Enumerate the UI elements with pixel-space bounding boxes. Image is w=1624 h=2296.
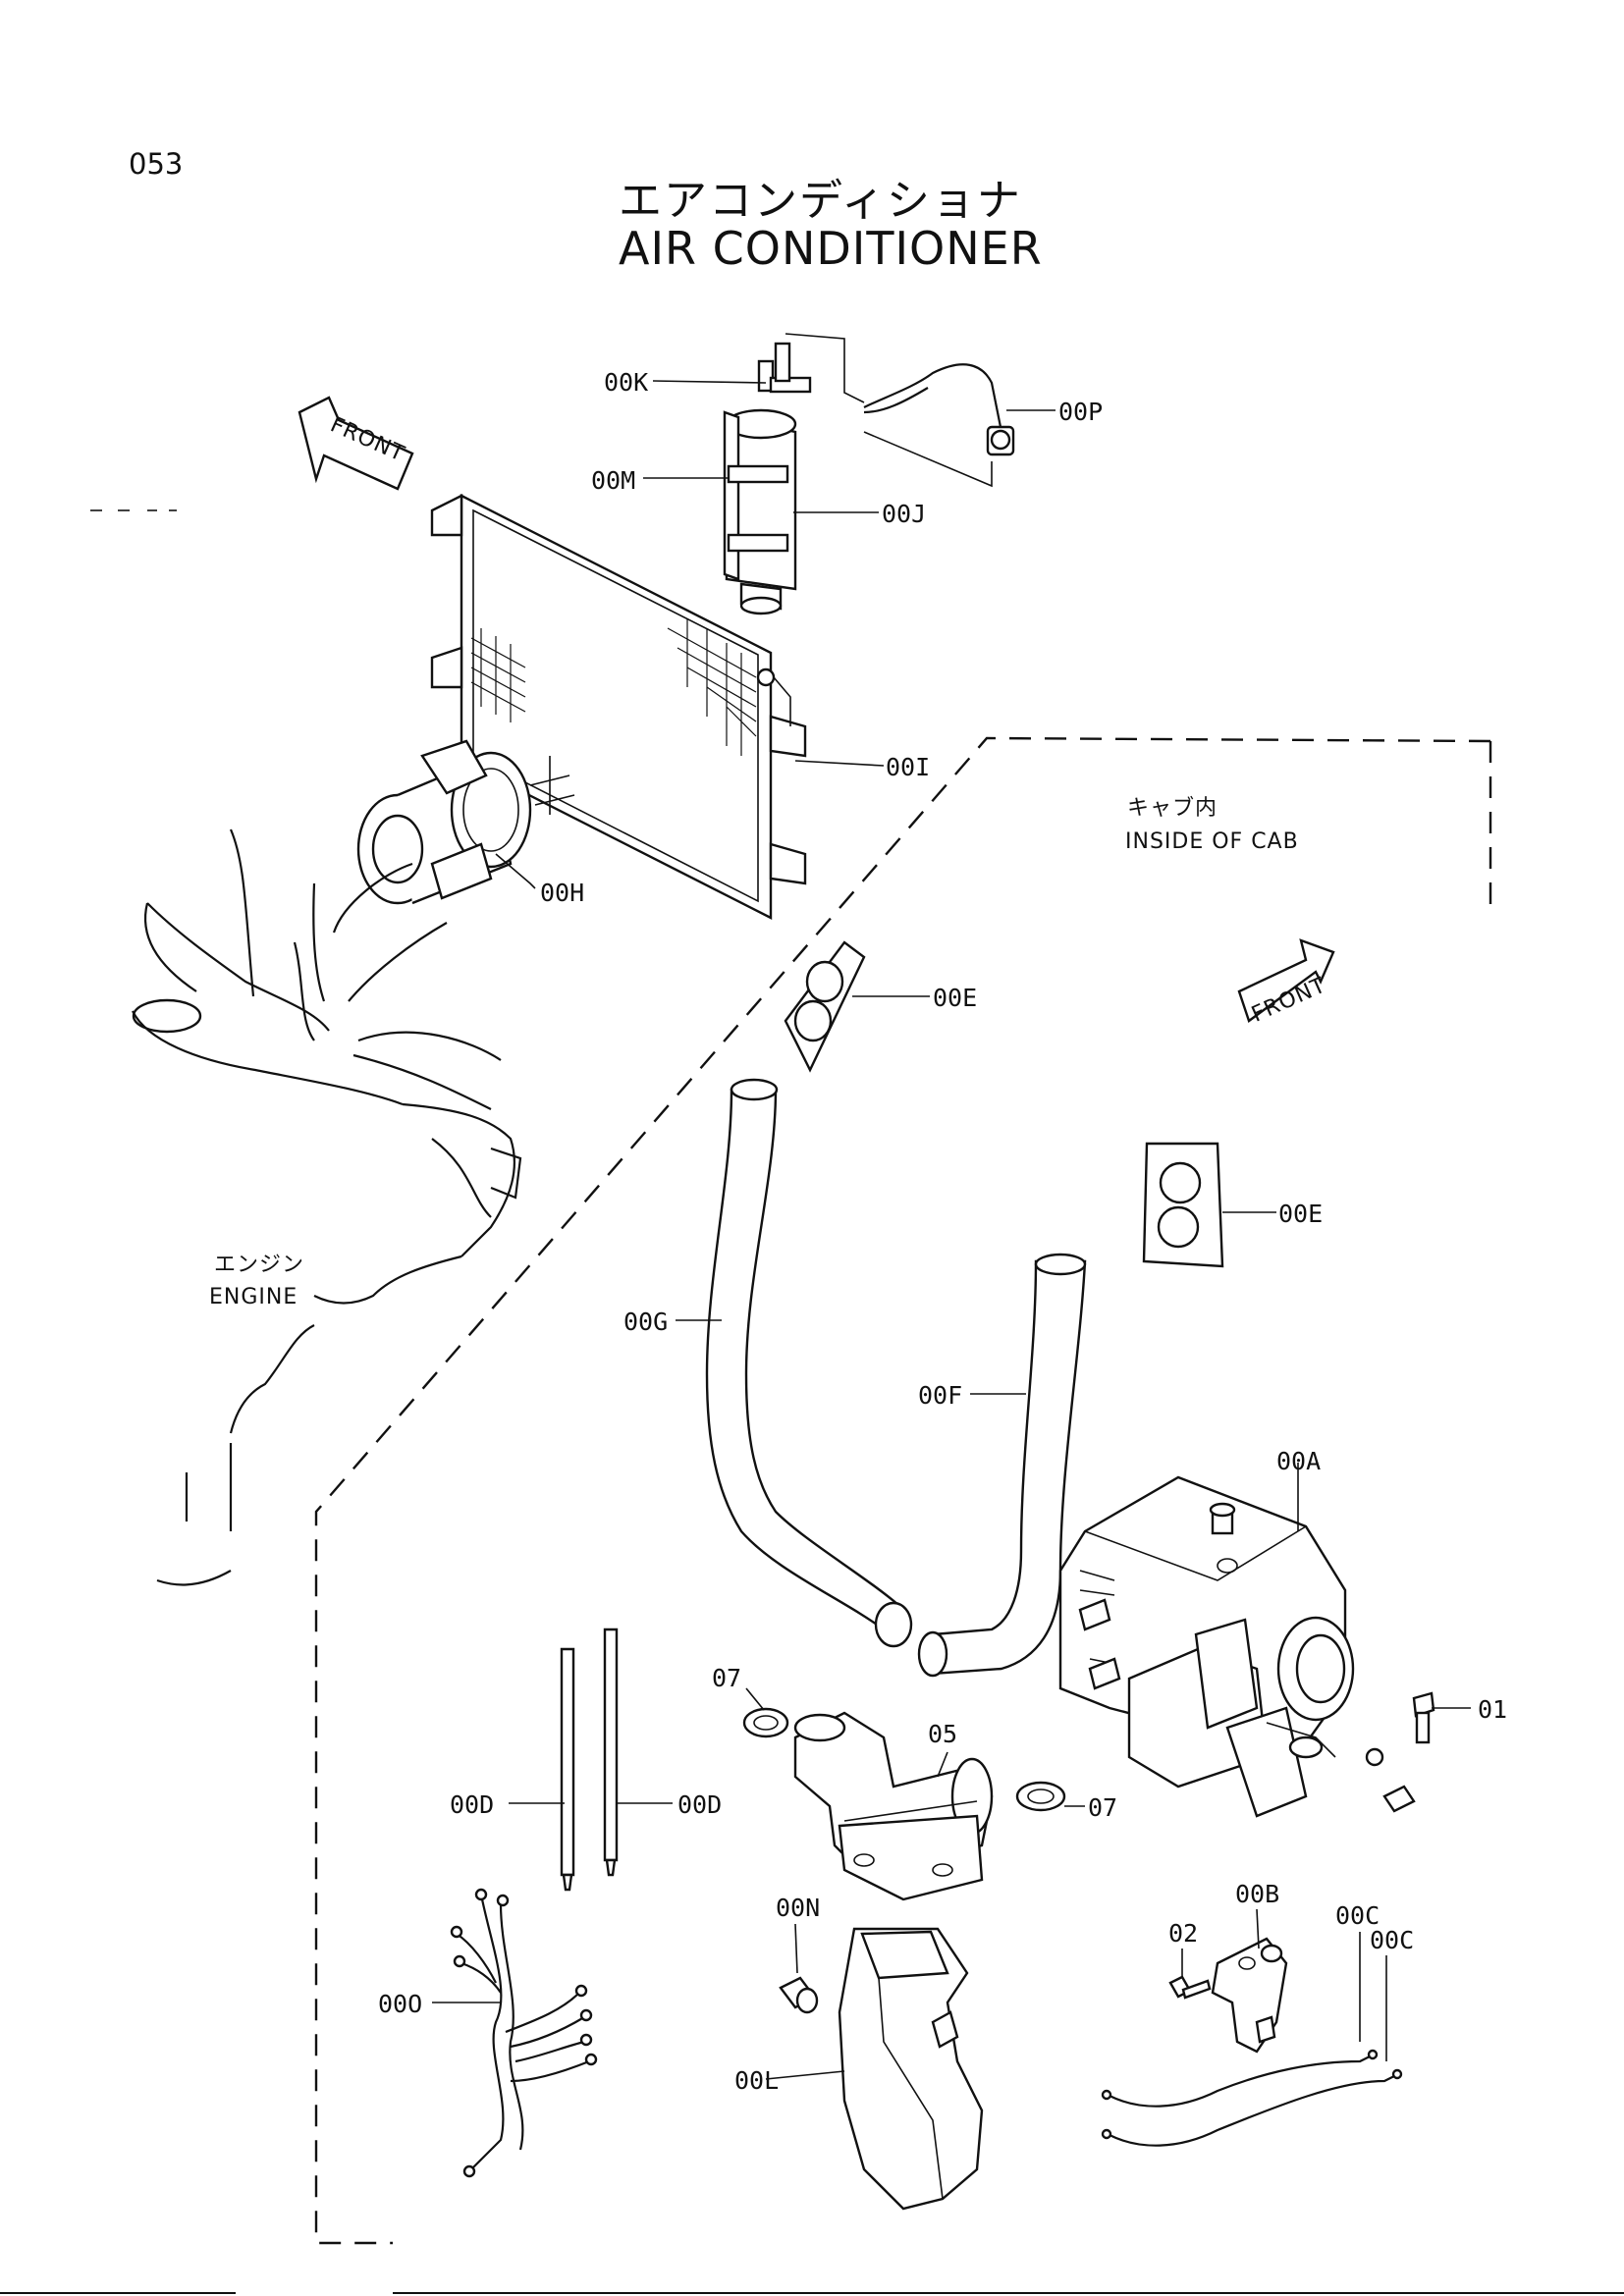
grommet-plate-upper [784, 940, 866, 1073]
page-number: 053 [129, 147, 184, 181]
hose-00G [705, 1078, 913, 1648]
bushing-00N [779, 1976, 819, 2014]
inside-cab-label-jp: キャブ内 [1127, 796, 1218, 821]
wiring-harness [450, 1888, 598, 2178]
engine-label-jp: エンジン [214, 1253, 304, 1277]
leader-lines [432, 380, 1471, 2080]
label-02: 02 [1168, 1919, 1198, 1948]
area-notes: キャブ内 INSIDE OF CAB エンジン ENGINE [209, 796, 1299, 1309]
hose-00F [917, 1253, 1087, 1678]
hose-clamp-left [742, 1707, 789, 1738]
label-00I: 00I [886, 753, 930, 781]
label-00F: 00F [918, 1381, 962, 1410]
engine-label-en: ENGINE [209, 1285, 298, 1309]
label-00C-2: 00C [1370, 1926, 1414, 1954]
bracket-00B [1211, 1937, 1288, 2054]
inside-cab-boundary [314, 736, 1492, 2245]
grommet-plate-lower [1142, 1142, 1224, 1268]
label-00E-upper: 00E [933, 984, 977, 1012]
label-00N: 00N [776, 1894, 820, 1922]
receiver-dryer [723, 342, 812, 615]
label-00G: 00G [623, 1308, 668, 1336]
label-05: 05 [928, 1720, 957, 1748]
front-arrow-top: FRONT [298, 396, 414, 491]
condenser [430, 494, 807, 920]
compressor [356, 739, 575, 905]
rods-00D [560, 1628, 619, 1892]
label-00P: 00P [1058, 398, 1103, 426]
inside-cab-label-en: INSIDE OF CAB [1125, 829, 1299, 854]
label-07-right: 07 [1088, 1793, 1117, 1822]
label-07-left: 07 [712, 1664, 741, 1692]
duct-00L [838, 1927, 984, 2211]
front-arrow-right: FRONT [1237, 938, 1335, 1028]
label-00E-lower: 00E [1278, 1200, 1323, 1228]
label-00J: 00J [882, 500, 926, 528]
ac-unit [1058, 1475, 1416, 1818]
cables-00C [1101, 2049, 1403, 2147]
title-japanese: エアコンディショナ [619, 176, 1022, 226]
label-00D-right: 00D [677, 1790, 722, 1819]
engine-outline [132, 828, 522, 1586]
duct-05 [793, 1711, 994, 1901]
label-00K: 00K [604, 368, 648, 397]
label-00M: 00M [591, 466, 635, 495]
bolt-01 [1412, 1691, 1435, 1744]
pressure-switch-harness [785, 333, 1015, 488]
label-00A: 00A [1276, 1447, 1321, 1475]
label-00D-left: 00D [450, 1790, 494, 1819]
label-00C-1: 00C [1335, 1901, 1380, 1930]
label-00B: 00B [1235, 1880, 1279, 1908]
title-english: AIR CONDITIONER [619, 222, 1043, 275]
label-00O: 00O [378, 1990, 422, 2018]
screw-02 [1168, 1975, 1212, 2000]
label-00H: 00H [540, 879, 584, 907]
part-labels: 00K 00P 00M 00J 00I 00H 00E 00E 00G 00F … [378, 368, 1507, 2095]
hose-clamp-right [1015, 1781, 1066, 1812]
label-01: 01 [1478, 1695, 1507, 1724]
label-00L: 00L [734, 2066, 779, 2095]
